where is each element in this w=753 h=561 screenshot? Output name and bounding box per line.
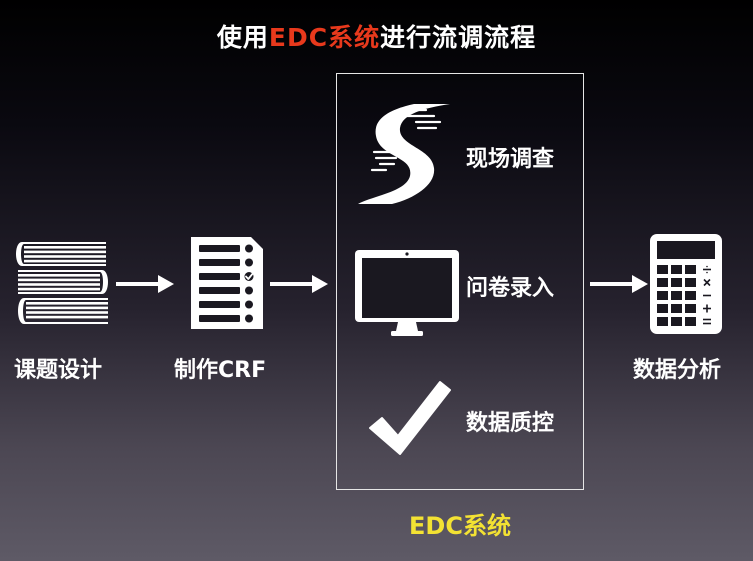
edc-item-data-qc-label: 数据质控	[466, 411, 555, 436]
calculator-icon	[649, 233, 723, 335]
edc-system-label: EDC系统	[409, 512, 511, 540]
right-arrow-icon	[116, 274, 176, 294]
right-arrow-icon	[270, 274, 330, 294]
road-icon	[354, 100, 454, 208]
edc-item-questionnaire-entry-label: 问卷录入	[466, 276, 555, 301]
step-data-analysis-label: 数据分析	[633, 358, 722, 383]
step-topic-design-label: 课题设计	[14, 358, 103, 383]
title-suffix: 进行流调流程	[380, 23, 537, 52]
edc-system-box	[336, 73, 584, 490]
monitor-icon	[354, 249, 460, 337]
step-make-crf-label: 制作CRF	[174, 358, 267, 383]
form-document-icon	[189, 235, 265, 331]
title-highlight: EDC系统	[268, 23, 381, 52]
books-icon	[14, 240, 110, 328]
title-prefix: 使用	[216, 23, 269, 52]
edc-item-field-survey-label: 现场调查	[466, 147, 555, 172]
page-title: 使用EDC系统进行流调流程	[0, 18, 753, 54]
right-arrow-icon	[590, 274, 650, 294]
checkmark-icon	[368, 378, 452, 458]
